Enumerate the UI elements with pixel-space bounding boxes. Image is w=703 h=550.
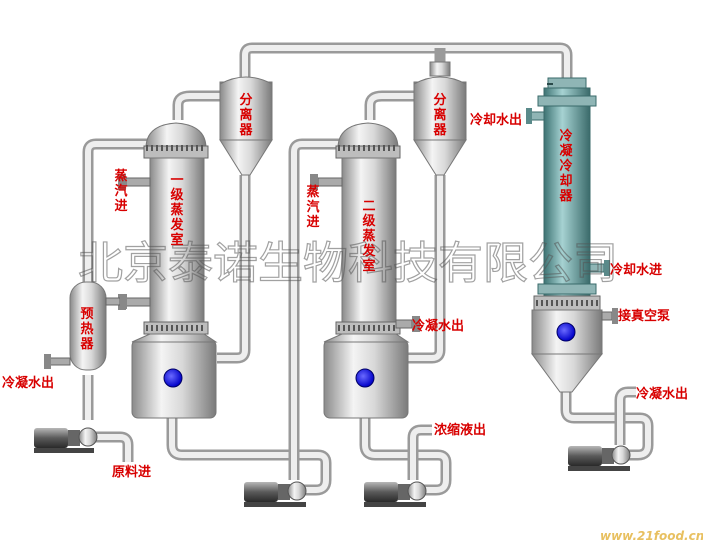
label-separator-2: 分离器 xyxy=(432,92,447,138)
label-cooling-water-in: 冷却水进 xyxy=(610,262,662,278)
transfer-pump xyxy=(244,482,306,507)
label-preheater: 预热器 xyxy=(79,307,94,352)
label-evaporator-1: 一级蒸发室 xyxy=(169,173,184,248)
brand-watermark: www.21food.cn xyxy=(600,529,703,543)
condenser xyxy=(526,78,618,392)
label-evaporator-2: 二级蒸发室 xyxy=(361,199,376,274)
concentrate-pump xyxy=(364,482,426,507)
label-condensate-out-mid: 冷凝水出 xyxy=(412,318,464,334)
feed-pump xyxy=(34,428,97,453)
label-cooling-water-out: 冷却水出 xyxy=(470,112,522,128)
company-watermark: 北京泰诺生物科技有限公司 xyxy=(78,238,618,289)
label-condensate-out-right: 冷凝水出 xyxy=(636,386,688,402)
condensate-pump xyxy=(568,446,630,471)
label-steam-in-1: 蒸汽进 xyxy=(114,168,127,214)
label-concentrate-out: 浓缩液出 xyxy=(434,422,486,438)
label-steam-in-2: 蒸汽进 xyxy=(306,184,319,230)
label-condenser: 冷凝冷却器 xyxy=(558,128,573,204)
label-feed-in: 原料进 xyxy=(112,464,151,480)
label-condensate-out-left: 冷凝水出 xyxy=(2,375,54,391)
label-separator-1: 分离器 xyxy=(238,92,253,138)
label-vacuum-pump: 接真空泵 xyxy=(618,308,670,324)
